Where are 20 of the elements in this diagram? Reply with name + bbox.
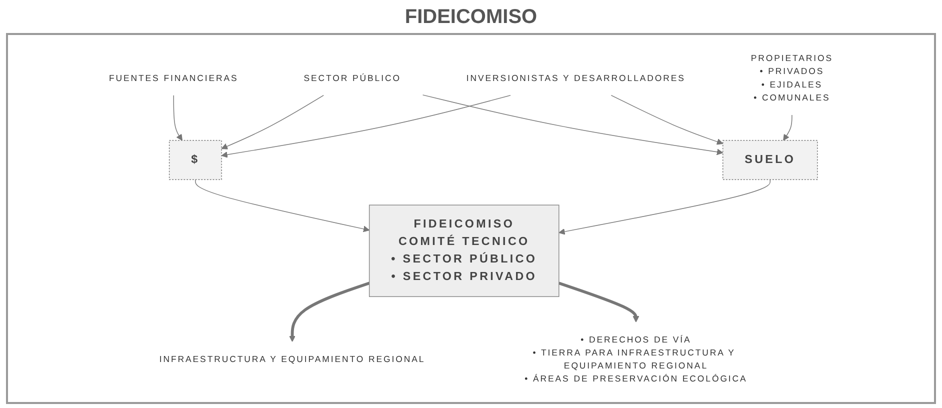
arrow xyxy=(558,282,640,322)
arrow xyxy=(422,94,724,156)
node-text: INVERSIONISTAS Y DESARROLLADORES xyxy=(466,72,686,83)
arrow xyxy=(221,94,511,158)
arrow xyxy=(289,282,370,342)
node-box: FIDEICOMISO COMITÉ TECNICO • SECTOR PÚBLICO • SECTOR PRIVADO xyxy=(368,204,560,297)
node-box: $ xyxy=(168,140,222,180)
arrow xyxy=(173,94,182,141)
diagram-title: FIDEICOMISO xyxy=(404,6,538,29)
arrow xyxy=(783,114,792,141)
node-text: SECTOR PÚBLICO xyxy=(304,72,401,83)
node-text: PROPIETARIOS • PRIVADOS • EJIDALES • COMUNALES xyxy=(750,53,834,103)
arrow xyxy=(221,94,324,150)
node-box: SUELO xyxy=(722,140,818,180)
arrow xyxy=(610,94,724,145)
arrow xyxy=(195,179,370,232)
node-text: • DERECHOS DE VÍA • TIERRA PARA INFRAESTRUCTURA Y EQUIPAMIENTO REGIONAL • ÁREAS DE PRESERVACIÓN ECOLÓGICA xyxy=(524,334,748,384)
arrow xyxy=(558,179,770,235)
node-text: FUENTES FINANCIERAS xyxy=(108,72,238,83)
node-text: INFRAESTRUCTURA Y EQUIPAMIENTO REGIONAL xyxy=(159,354,426,364)
